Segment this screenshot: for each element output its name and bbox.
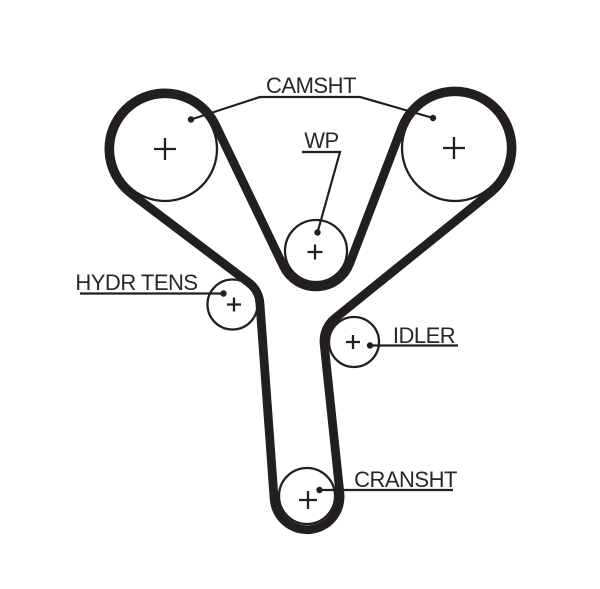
water-pump-leader-line bbox=[302, 150, 342, 233]
camshaft-right-leader-dot bbox=[429, 114, 437, 122]
hydraulic-tensioner-label: HYDR TENS bbox=[75, 270, 197, 295]
camshaft-left-leader-dot bbox=[187, 116, 195, 123]
timing-belt-path bbox=[104, 86, 517, 535]
water-pump-center-cross-icon bbox=[307, 244, 323, 260]
hydraulic-tensioner-center-cross-icon bbox=[227, 297, 241, 312]
idler-leader-dot bbox=[366, 342, 374, 349]
hydraulic-tensioner-leader-dot bbox=[220, 290, 227, 297]
crankshaft-center-cross-icon bbox=[299, 491, 317, 509]
water-pump-leader-dot bbox=[314, 229, 321, 236]
crankshaft-label: CRANSHT bbox=[354, 467, 457, 492]
camshaft-left-center-cross-icon bbox=[154, 138, 176, 160]
camshaft-leader-line bbox=[190, 95, 434, 121]
camshaft-label: CAMSHT bbox=[266, 73, 356, 98]
water-pump-label: WP bbox=[304, 128, 338, 153]
camshaft-right-center-cross-icon bbox=[443, 137, 465, 159]
idler-label: IDLER bbox=[393, 323, 455, 348]
crankshaft-leader-dot bbox=[316, 486, 323, 494]
idler-center-cross-icon bbox=[346, 335, 360, 349]
